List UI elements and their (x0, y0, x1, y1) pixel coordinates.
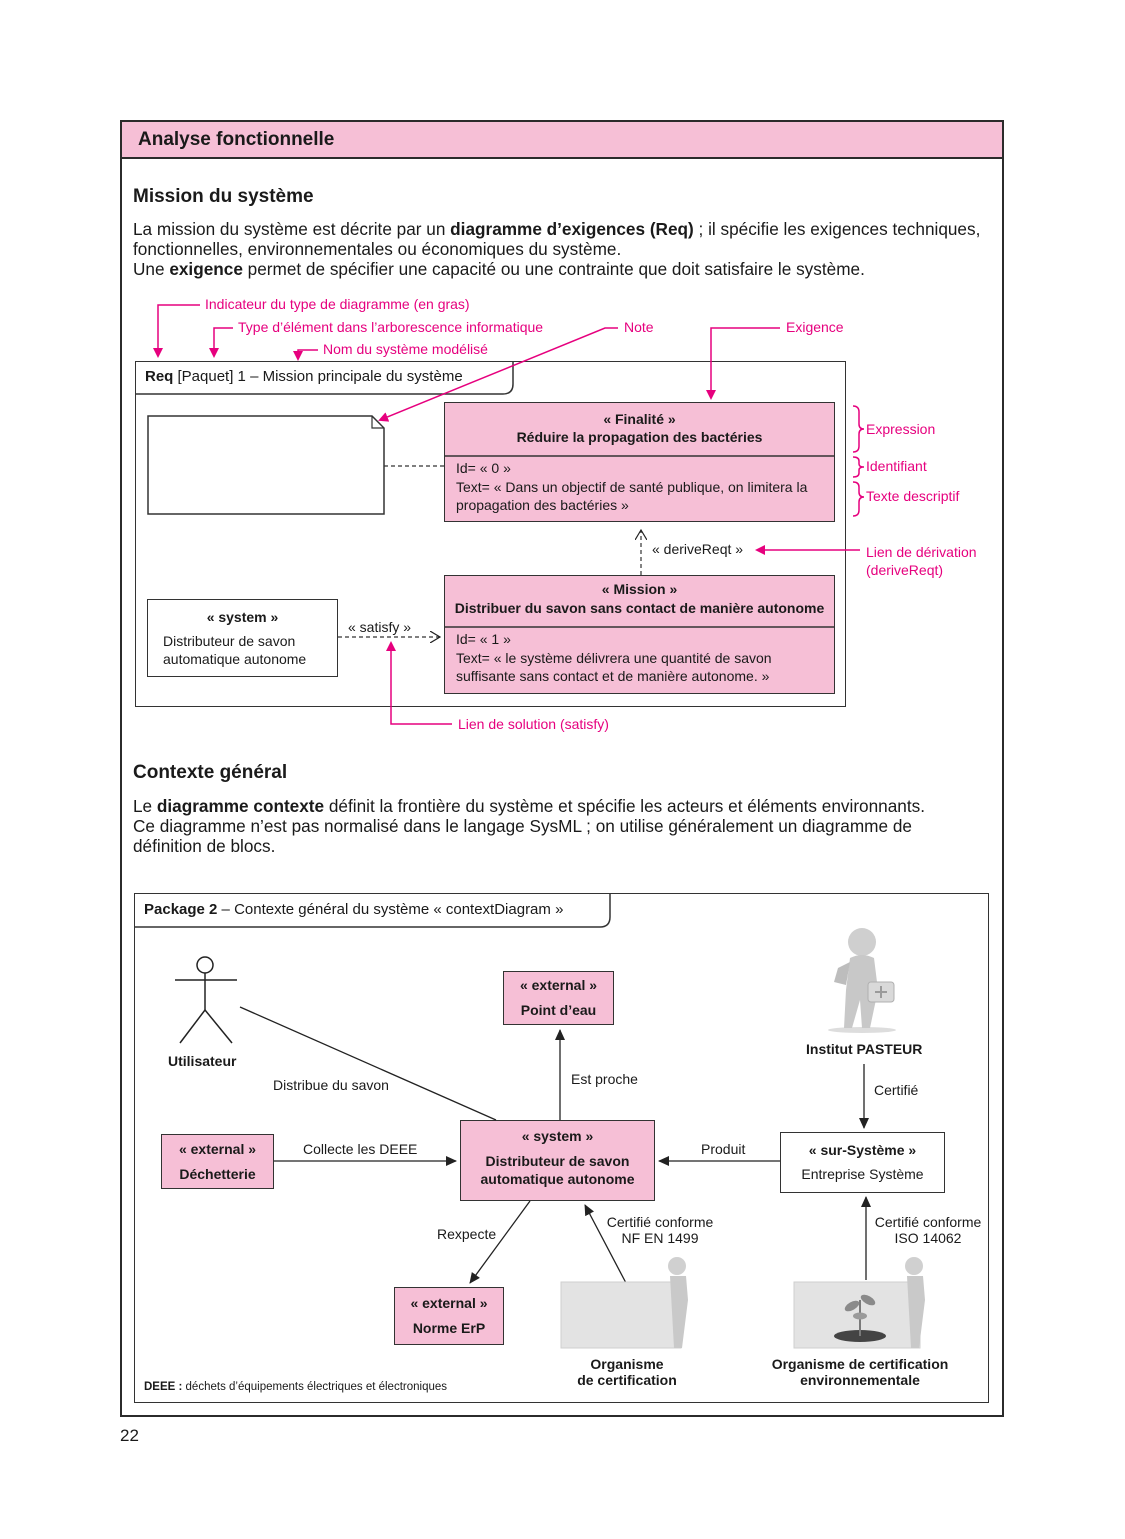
annot-exigence: Exigence (786, 319, 844, 335)
derive-label: « deriveReqt » (652, 541, 744, 557)
finalite-stereotype: « Finalité » (603, 411, 676, 427)
point-eau-stereotype: « external » (519, 977, 598, 993)
produit-label: Produit (701, 1141, 746, 1157)
annot-derive-1: Lien de dérivation (866, 544, 977, 560)
rexpecte-label: Rexpecte (437, 1226, 497, 1242)
satisfy-label: « satisfy » (348, 619, 412, 635)
dechetterie-name: Déchetterie (179, 1166, 256, 1182)
system-stereotype: « system » (206, 609, 279, 625)
requirement-finalite (444, 402, 835, 522)
context-system-name: Distributeur de savon automatique autono… (480, 1153, 635, 1187)
banner-title: Analyse fonctionnelle (138, 129, 335, 150)
finalite-text: Text= « Dans un objectif de santé publiq… (456, 479, 808, 513)
context-system-block (460, 1120, 655, 1201)
mission-heading: Mission du système (133, 186, 314, 207)
req-frame-title: Req [Paquet] 1 – Mission principale du s… (145, 368, 463, 385)
norme-erp-block (394, 1287, 504, 1345)
point-eau-block (503, 971, 614, 1025)
certifie-label: Certifié (874, 1082, 919, 1098)
sur-systeme-name: Entreprise Système (801, 1166, 924, 1182)
context-system-stereotype: « system » (521, 1128, 594, 1144)
annot-diagram-type: Indicateur du type de diagramme (en gras… (205, 296, 470, 312)
footnote: DEEE : déchets d’équipements électriques… (144, 1381, 448, 1393)
distribue-label: Distribue du savon (273, 1077, 389, 1093)
est-proche-label: Est proche (571, 1071, 638, 1087)
brace-texte: Texte descriptif (866, 488, 960, 504)
point-eau-name: Point d’eau (520, 1002, 597, 1018)
norme-erp-stereotype: « external » (410, 1295, 488, 1311)
annot-satisfy: Lien de solution (satisfy) (458, 716, 609, 732)
mission-text: Text= « le système délivrera une quantit… (456, 650, 772, 684)
note-text: Le contact avec un distributeur de savon… (159, 449, 370, 501)
annot-derive-2: (deriveReqt) (866, 562, 944, 578)
collecte-label: Collecte les DEEE (303, 1141, 418, 1157)
requirement-mission (444, 575, 835, 694)
sur-systeme-block (780, 1132, 945, 1193)
annot-element-type: Type d’élément dans l’arborescence infor… (238, 319, 544, 335)
finalite-id: Id= « 0 » (456, 460, 511, 476)
mission-title: Distribuer du savon sans contact de mani… (454, 600, 825, 616)
annot-note: Note (624, 319, 654, 335)
institut-label: Institut PASTEUR (806, 1041, 923, 1057)
finalite-title: Réduire la propagation des bactéries (516, 429, 763, 445)
page-number: 22 (120, 1426, 139, 1445)
contexte-heading: Contexte général (133, 762, 288, 783)
context-frame-title: Package 2 – Contexte général du système … (144, 901, 564, 918)
mission-id: Id= « 1 » (456, 631, 511, 647)
dechetterie-stereotype: « external » (178, 1141, 257, 1157)
system-text: Distributeur de savon automatique autono… (163, 633, 307, 667)
annot-system-name: Nom du système modélisé (323, 341, 488, 357)
context-diagram-frame (134, 893, 989, 1403)
utilisateur-label: Utilisateur (168, 1053, 237, 1069)
section-banner: Analyse fonctionnelle (122, 122, 1002, 159)
page-frame (120, 120, 1004, 1417)
norme-erp-name: Norme ErP (412, 1320, 486, 1336)
brace-expression: Expression (866, 421, 936, 437)
brace-identifiant: Identifiant (866, 458, 927, 474)
note-stereotype: « problem » (226, 424, 306, 440)
sur-systeme-stereotype: « sur-Système » (808, 1142, 917, 1158)
mission-stereotype: « Mission » (601, 581, 678, 597)
system-block (147, 599, 338, 677)
contexte-paragraph: Le diagramme contexte définit la frontiè… (133, 796, 925, 856)
mission-paragraph: La mission du système est décrite par un… (133, 219, 981, 279)
dechetterie-block (161, 1134, 274, 1189)
